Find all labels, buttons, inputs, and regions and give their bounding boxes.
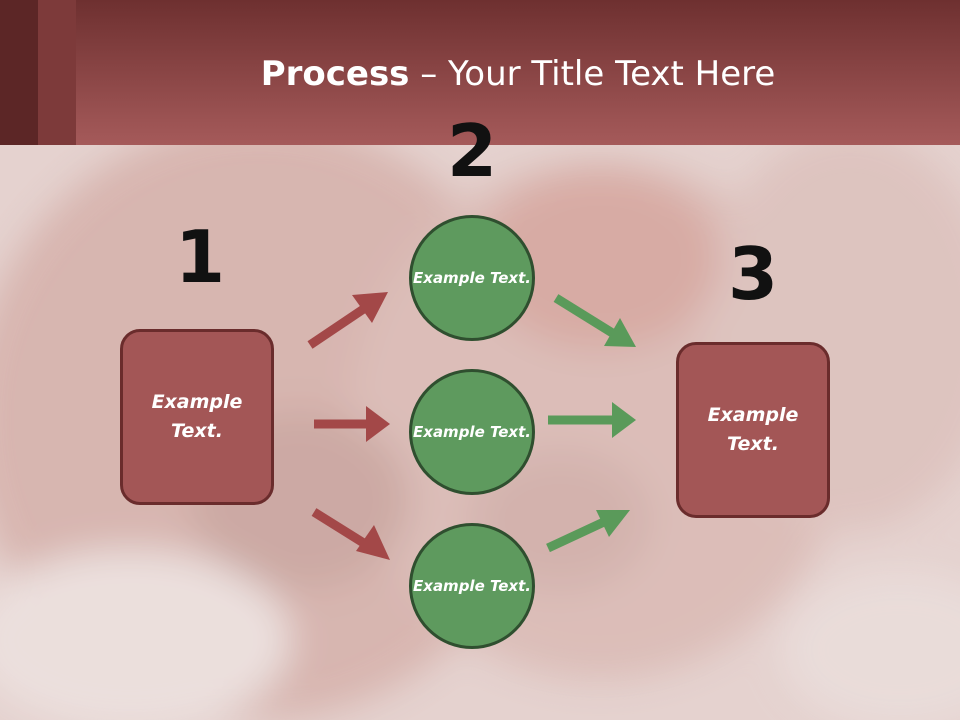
header-accent-stripe: [38, 0, 76, 145]
slide-title: Process – Your Title Text Here: [76, 52, 960, 96]
process-circle-top: Example Text.: [409, 215, 535, 341]
title-strong-text: Process: [260, 54, 410, 94]
process-circle-bottom: Example Text.: [409, 523, 535, 649]
process-box-right-text: Example Text.: [707, 404, 799, 455]
step-number-1: 1: [174, 215, 226, 299]
header-bar: Process – Your Title Text Here: [0, 0, 960, 145]
process-circle-middle-text: Example Text.: [413, 422, 531, 441]
process-circle-top-text: Example Text.: [413, 268, 531, 287]
title-rest-text: – Your Title Text Here: [409, 54, 776, 94]
step-number-3: 3: [727, 232, 779, 316]
step-number-2: 2: [446, 109, 498, 193]
process-circle-middle: Example Text.: [409, 369, 535, 495]
process-circle-bottom-text: Example Text.: [413, 576, 531, 595]
process-box-left: Example Text.: [120, 329, 274, 505]
header-accent-stripe: [0, 0, 38, 145]
process-box-right: Example Text.: [676, 342, 830, 518]
process-box-left-text: Example Text.: [151, 391, 243, 442]
